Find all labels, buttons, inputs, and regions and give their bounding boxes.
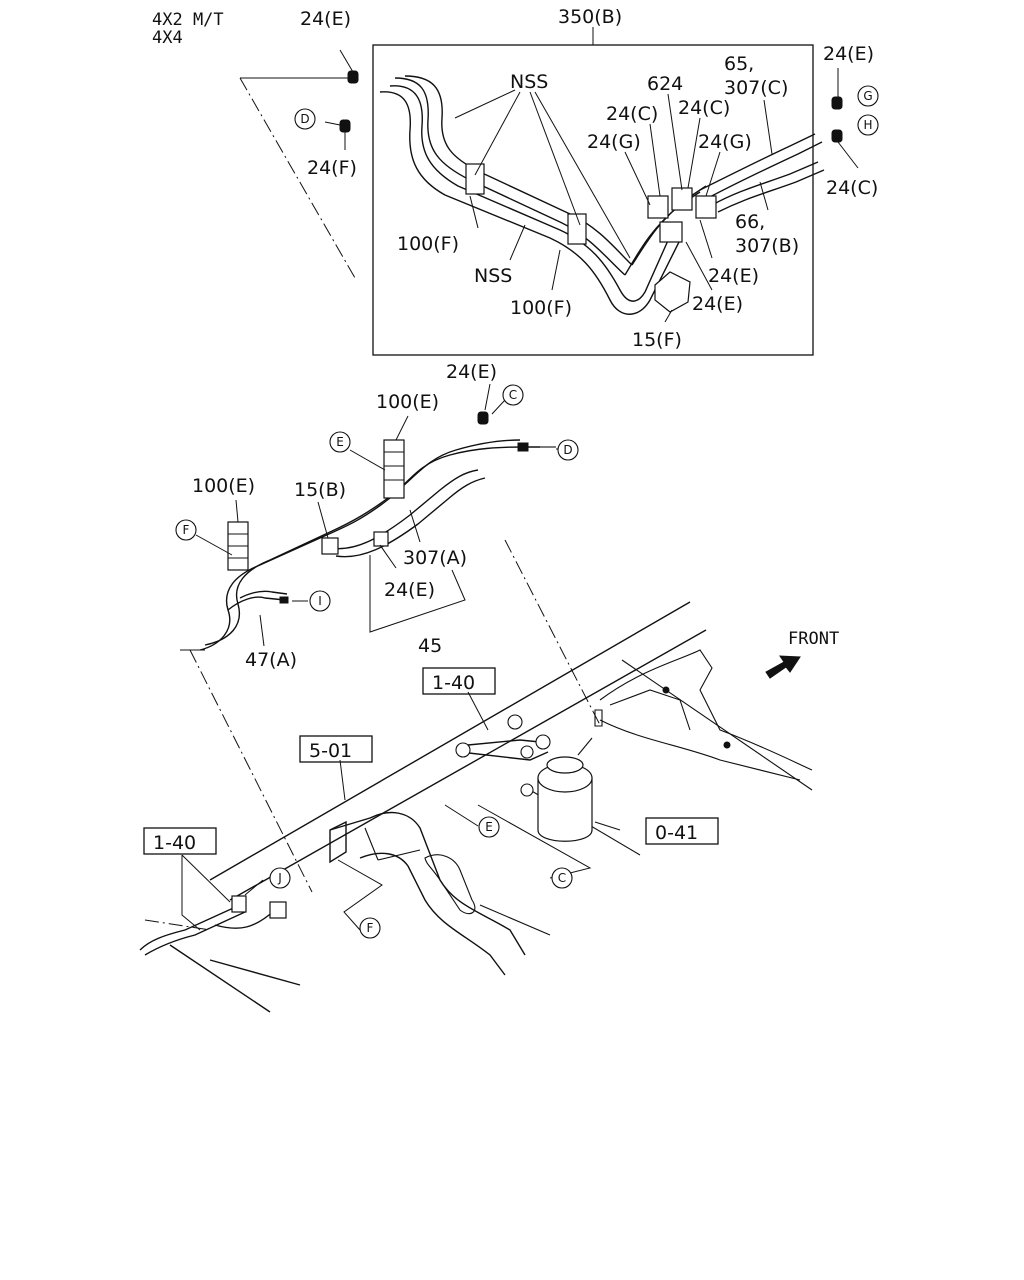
label-24e-r2: 24(E) [692, 293, 743, 315]
callout-f-mid [175, 519, 197, 541]
callout-i [309, 590, 331, 612]
label-100e-a: 100(E) [376, 391, 439, 413]
ref-label-1-40-a: 1-40 [432, 672, 475, 694]
label-15f: 15(F) [632, 329, 682, 351]
clamp-icon [373, 531, 389, 547]
label-307b: 307(B) [735, 235, 799, 257]
svg-text:F: F [183, 523, 190, 537]
connector-icon [269, 901, 287, 919]
chassis-frame [139, 601, 813, 1013]
ref-label-1-40-b: 1-40 [153, 832, 196, 854]
svg-text:D: D [300, 112, 309, 126]
connector-icon [671, 187, 693, 211]
label-24c-b: 24(C) [678, 97, 730, 119]
ref-label-0-41: 0-41 [655, 822, 698, 844]
callout-e-low [478, 816, 500, 838]
detail-view [324, 27, 859, 356]
svg-text:E: E [485, 820, 493, 834]
svg-text:E: E [336, 435, 344, 449]
svg-text:H: H [863, 118, 872, 132]
callout-g [857, 85, 879, 107]
connector-icon [659, 221, 683, 243]
label-66: 66, [735, 211, 765, 233]
label-100e-b: 100(E) [192, 475, 255, 497]
clip-icon [831, 96, 843, 110]
arrow-icon [765, 655, 801, 679]
label-nss-top: NSS [510, 71, 548, 93]
label-24c-right: 24(C) [826, 177, 878, 199]
callout-d-mid [557, 439, 579, 461]
label-24c-a: 24(C) [606, 103, 658, 125]
label-24e-mid: 24(E) [446, 361, 497, 383]
label-24e-top: 24(E) [300, 8, 351, 30]
label-nss-mid: NSS [474, 265, 512, 287]
label-15b: 15(B) [294, 479, 346, 501]
connector-icon [647, 195, 669, 219]
fuel-filter-icon [455, 714, 593, 842]
connector-icon [231, 895, 247, 913]
label-624: 624 [647, 73, 683, 95]
callout-f-low [359, 917, 381, 939]
line-assembly [195, 383, 558, 651]
front-label: FRONT [788, 629, 839, 649]
svg-text:J: J [277, 871, 282, 885]
callout-h [857, 114, 879, 136]
label-24f: 24(F) [307, 157, 357, 179]
callout-e-mid [329, 431, 351, 453]
label-100f-b: 100(F) [510, 297, 572, 319]
label-24e-right: 24(E) [823, 43, 874, 65]
label-47a: 47(A) [245, 649, 297, 671]
ref-label-5-01: 5-01 [309, 740, 352, 762]
connector-end-icon [279, 596, 289, 604]
callout-c-top [502, 384, 524, 406]
variant-line-1: 4X2 M/T [152, 10, 224, 30]
label-24e-low: 24(E) [384, 579, 435, 601]
label-307c: 307(C) [724, 77, 788, 99]
label-24g-a: 24(G) [587, 131, 641, 153]
ref-box-0-41 [645, 817, 719, 845]
label-350b: 350(B) [558, 6, 622, 28]
label-45: 45 [418, 635, 442, 657]
label-100f-a: 100(F) [397, 233, 459, 255]
variant-line-2: 4X4 [152, 28, 183, 48]
label-307a: 307(A) [403, 547, 467, 569]
callout-c-low [551, 867, 573, 889]
callout-j [269, 867, 291, 889]
clamp-stack-icon [383, 439, 405, 499]
clamp-icon [465, 163, 485, 195]
bracket-icon [654, 271, 691, 313]
svg-text:C: C [509, 388, 517, 402]
svg-text:I: I [318, 594, 322, 608]
label-24e-r1: 24(E) [708, 265, 759, 287]
clamp-icon [567, 213, 587, 245]
svg-text:D: D [563, 443, 572, 457]
svg-text:F: F [367, 921, 374, 935]
connector-icon [695, 195, 717, 219]
connector-end-icon [517, 442, 529, 452]
label-65: 65, [724, 53, 754, 75]
clip-icon [831, 129, 843, 143]
svg-text:G: G [863, 89, 872, 103]
callout-d-top [294, 108, 316, 130]
ref-box-5-01 [299, 735, 373, 763]
clip-icon [347, 70, 359, 84]
ref-box-1-40-a [422, 667, 496, 695]
clip-icon [477, 411, 489, 425]
ref-box-1-40-b [143, 827, 217, 855]
svg-text:C: C [558, 871, 566, 885]
label-24g-b: 24(G) [698, 131, 752, 153]
clamp-icon [321, 537, 339, 555]
